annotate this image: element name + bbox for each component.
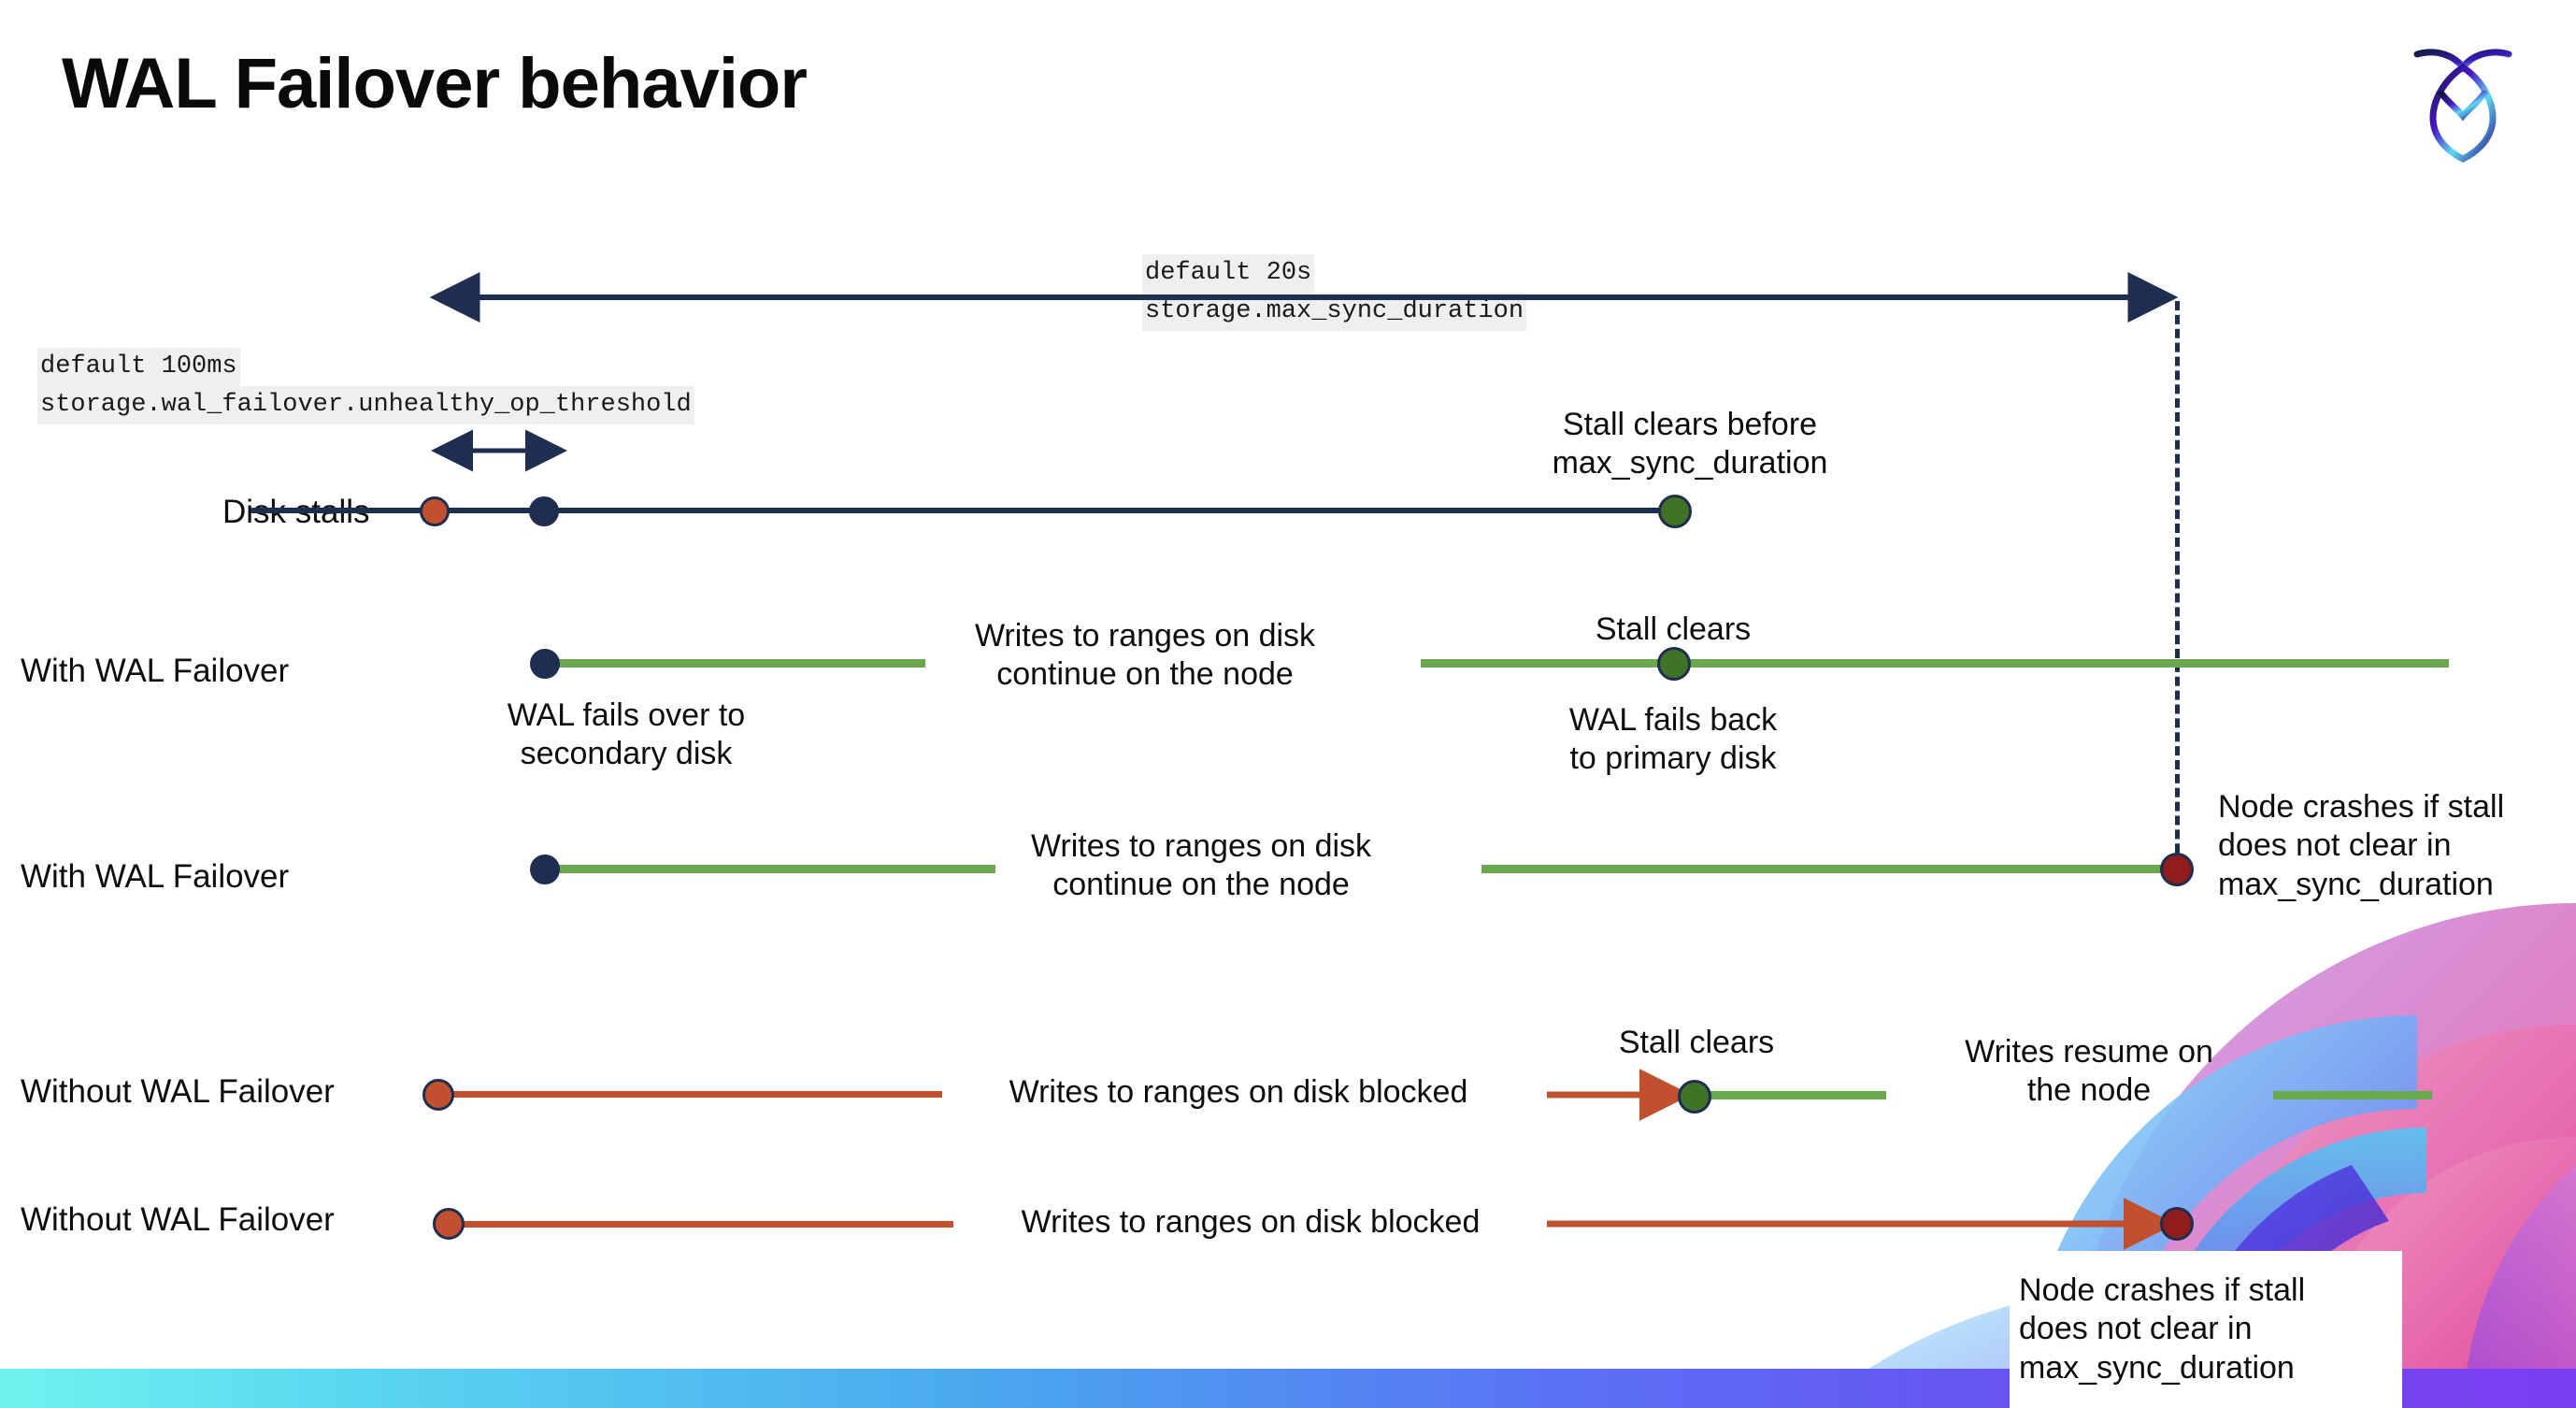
max-sync-deadline-dashed-line: [2175, 301, 2180, 881]
row3-note1-line1: Writes to ranges on disk: [1030, 828, 1372, 864]
unhealthy-threshold-annotation: default 100ms storage.wal_failover.unhea…: [37, 348, 694, 425]
row3-note-node-crash: Node crashes if stall does not clear in …: [2218, 788, 2573, 904]
row4-note-writes-resume: Writes resume on the node: [1935, 1033, 2243, 1111]
row1-stall-clears-dot: [1658, 495, 1692, 528]
row5-note-node-crash-callout: Node crashes if stall does not clear in …: [2010, 1251, 2402, 1408]
row3-note2-line1: Node crashes if stall: [2218, 789, 2505, 825]
row1-note-line1: Stall clears before: [1562, 407, 1818, 442]
row4-note3-line2: the node: [2026, 1072, 2152, 1109]
row-label-with-wal-failover-1: With WAL Failover: [21, 653, 290, 689]
cockroachdb-logo-icon: [2393, 26, 2533, 166]
row1-failover-dot: [529, 496, 559, 526]
row5-note-node-crash: Node crashes if stall does not clear in …: [2019, 1272, 2393, 1387]
row4-stall-start-dot: [422, 1079, 454, 1111]
row3-timeline-segment-right: [1481, 865, 2178, 873]
row4-note-writes-blocked: Writes to ranges on disk blocked: [1009, 1074, 1468, 1110]
row4-note3-line1: Writes resume on: [1965, 1034, 2213, 1070]
row5-node-crash-dot: [2160, 1207, 2194, 1241]
max-sync-duration-annotation: default 20s storage.max_sync_duration: [1142, 254, 1527, 332]
row5-note-line2: does not clear in: [2019, 1311, 2253, 1347]
row4-blocked-segment: [447, 1091, 942, 1098]
row4-resume-segment-far: [2273, 1091, 2432, 1099]
row2-note-wal-fails-over: WAL fails over to secondary disk: [477, 697, 776, 774]
row-label-without-wal-failover-1: Without WAL Failover: [21, 1073, 335, 1110]
row2-timeline-segment-left: [542, 659, 925, 668]
row3-note2-line2: does not clear in: [2218, 827, 2452, 864]
row1-stall-start-dot: [420, 496, 450, 526]
row5-note-line3: max_sync_duration: [2019, 1349, 2295, 1386]
row4-resume-segment: [1699, 1091, 1886, 1099]
row2-note-wal-fails-back: WAL fails back to primary disk: [1514, 701, 1832, 779]
page-title: WAL Failover behavior: [62, 44, 808, 123]
row5-note-line1: Node crashes if stall: [2019, 1272, 2306, 1308]
row1-note-line2: max_sync_duration: [1552, 445, 1828, 481]
row2-note1-line1: WAL fails over to: [507, 697, 746, 733]
row-label-with-wal-failover-2: With WAL Failover: [21, 858, 290, 895]
row5-stall-start-dot: [433, 1208, 465, 1240]
row-label-without-wal-failover-2: Without WAL Failover: [21, 1201, 335, 1238]
max-sync-default-text: default 20s: [1142, 254, 1315, 294]
max-sync-setting-text: storage.max_sync_duration: [1142, 293, 1527, 332]
row5-blocked-segment: [458, 1221, 953, 1228]
row4-note-stall-clears: Stall clears: [1618, 1025, 1775, 1060]
row2-failover-dot: [530, 649, 560, 679]
row2-note2-line1: Writes to ranges on disk: [974, 618, 1316, 654]
row2-note1-line2: secondary disk: [520, 736, 733, 772]
row2-note4-line2: to primary disk: [1569, 740, 1777, 777]
row2-note4-line1: WAL fails back: [1568, 702, 1778, 738]
row3-note2-line3: max_sync_duration: [2218, 866, 2494, 902]
row1-timeline-segment: [250, 508, 1681, 513]
row1-note-stall-clears-before: Stall clears before max_sync_duration: [1522, 406, 1858, 483]
unhealthy-default-text: default 100ms: [37, 348, 240, 387]
unhealthy-setting-text: storage.wal_failover.unhealthy_op_thresh…: [37, 386, 694, 425]
row2-stall-clears-dot: [1657, 647, 1691, 681]
row3-failover-dot: [530, 855, 560, 884]
row2-note-stall-clears: Stall clears: [1595, 611, 1752, 647]
row3-note-writes-continue: Writes to ranges on disk continue on the…: [995, 827, 1407, 905]
row4-stall-clears-dot: [1678, 1080, 1711, 1113]
row2-note2-line2: continue on the node: [996, 656, 1294, 693]
row3-note1-line2: continue on the node: [1052, 867, 1350, 903]
row3-node-crash-dot: [2160, 853, 2194, 886]
row2-note-writes-continue: Writes to ranges on disk continue on the…: [939, 617, 1351, 695]
row5-note-writes-blocked: Writes to ranges on disk blocked: [1021, 1204, 1481, 1240]
row3-timeline-segment-left: [542, 865, 995, 873]
row2-timeline-segment-right: [1421, 659, 2449, 668]
